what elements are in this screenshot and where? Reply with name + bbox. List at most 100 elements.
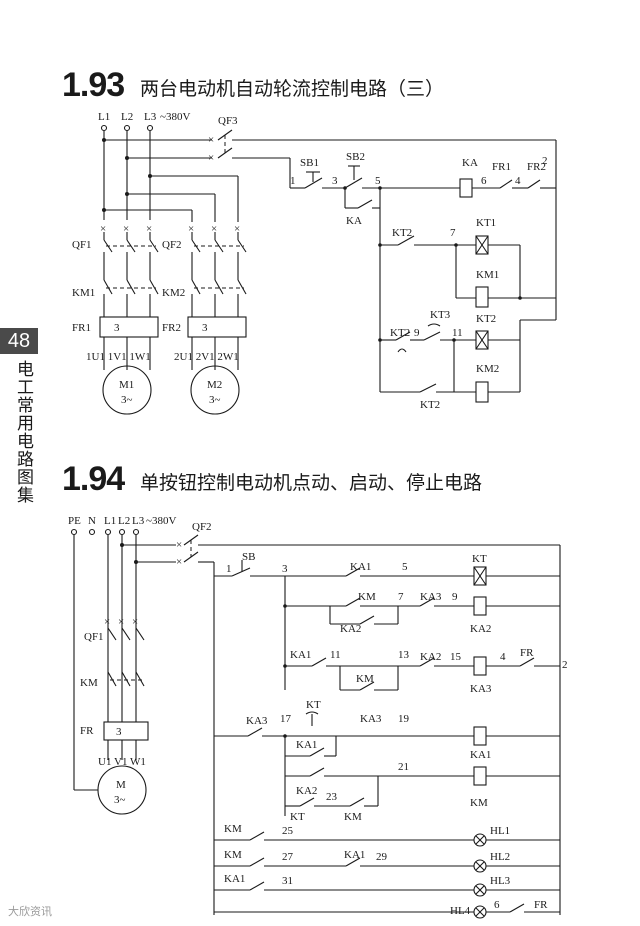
fr2-box-label: 3 [202, 322, 208, 334]
label-m2-phase: 3~ [209, 394, 221, 406]
fr-box-label-b: 3 [116, 726, 122, 738]
label-M: M [116, 779, 126, 791]
node-17-b: 17 [280, 713, 292, 725]
label-KT-r5: KT [290, 811, 305, 823]
label-KA1-r4: KA1 [296, 739, 317, 751]
label-FR2-contact: FR2 [527, 161, 546, 173]
label-m-phase: 3~ [114, 794, 126, 806]
label-M2: M2 [207, 379, 222, 391]
label-HL2: HL2 [490, 851, 510, 863]
watermark-text: 大欣资讯 [8, 905, 52, 918]
motor2-terminals: 2U1 2V1 2W1 [174, 351, 239, 363]
label-QF2: QF2 [162, 239, 182, 251]
label-KM2: KM2 [162, 287, 185, 299]
label-L3-b: L3 [132, 515, 145, 527]
label-KA3-r4b: KA3 [360, 713, 382, 725]
label-m1-phase: 3~ [121, 394, 133, 406]
label-KA1-r3: KA1 [290, 649, 311, 661]
ka1-coil [473, 726, 487, 746]
label-QF1: QF1 [72, 239, 92, 251]
label-KM1-coil: KM1 [476, 269, 499, 281]
node-13-b: 13 [398, 649, 410, 661]
node-21-b: 21 [398, 761, 409, 773]
label-QF1-b: QF1 [84, 631, 104, 643]
km-coil [473, 766, 487, 786]
label-KT2-contact-c: KT2 [420, 399, 440, 411]
motor-m1-icon [102, 365, 152, 415]
node-29-b: 29 [376, 851, 388, 863]
svg-text:×: × [132, 616, 138, 628]
node-7: 7 [450, 227, 456, 239]
label-HL1: HL1 [490, 825, 510, 837]
label-KM-main: KM [80, 677, 98, 689]
label-KA1-coil: KA1 [470, 749, 491, 761]
svg-text:×: × [104, 616, 110, 628]
label-KA2-hold: KA2 [340, 623, 361, 635]
label-FR-contact: FR [520, 647, 534, 659]
ka3-coil [473, 656, 487, 676]
ka2-coil [473, 596, 487, 616]
motor-terminals-b: U1 V1 W1 [98, 756, 146, 768]
label-KM-r5: KM [344, 811, 362, 823]
node-3-b: 3 [282, 563, 288, 575]
label-FR1-contact: FR1 [492, 161, 511, 173]
label-KA1-hl3: KA1 [224, 873, 245, 885]
svg-text:×: × [146, 223, 152, 235]
label-FR2: FR2 [162, 322, 181, 334]
node-1: 1 [290, 175, 296, 187]
node-4-b: 4 [500, 651, 506, 663]
label-KM-coil: KM [470, 797, 488, 809]
label-KA2-r5: KA2 [296, 785, 317, 797]
label-KA3-r2: KA3 [420, 591, 442, 603]
node-19-b: 19 [398, 713, 410, 725]
node-9-b: 9 [452, 591, 458, 603]
label-HL3: HL3 [490, 875, 511, 887]
label-KM2-coil: KM2 [476, 363, 499, 375]
label-KA2-r3: KA2 [420, 651, 441, 663]
node-7-b: 7 [398, 591, 404, 603]
label-KM-hl2: KM [224, 849, 242, 861]
label-SB1: SB1 [300, 157, 319, 169]
label-KM-hl1: KM [224, 823, 242, 835]
node-4: 4 [515, 175, 521, 187]
label-KT3: KT3 [430, 309, 451, 321]
label-QF2-b: QF2 [192, 521, 212, 533]
book-title-vertical: 电工常用电路图集 [13, 360, 33, 504]
motor1-terminals: 1U1 1V1 1W1 [86, 351, 151, 363]
node-15-b: 15 [450, 651, 462, 663]
motor-m2-icon [190, 365, 240, 415]
node-23-b: 23 [326, 791, 338, 803]
label-KA1-hl2: KA1 [344, 849, 365, 861]
node-5: 5 [375, 175, 381, 187]
svg-text:×: × [208, 134, 214, 146]
node-6: 6 [481, 175, 487, 187]
svg-text:×: × [123, 223, 129, 235]
label-KT-contact: KT [306, 699, 321, 711]
svg-text:×: × [211, 223, 217, 235]
section-number-1-94: 1.94 [62, 460, 125, 498]
node-5-b: 5 [402, 561, 408, 573]
svg-text:×: × [100, 223, 106, 235]
km-main-contacts [103, 279, 247, 295]
page-number-tab: 48 [0, 328, 38, 354]
node-31-b: 31 [282, 875, 293, 887]
label-M1: M1 [119, 379, 134, 391]
label-voltage-b: ~380V [146, 515, 176, 527]
label-SB2: SB2 [346, 151, 365, 163]
label-HL4: HL4 [450, 905, 471, 917]
node-1-b: 1 [226, 563, 232, 575]
label-KA3-coil: KA3 [470, 683, 492, 695]
node-11-b: 11 [330, 649, 341, 661]
km1-coil [475, 286, 489, 308]
label-KA: KA [462, 157, 478, 169]
label-L2-b: L2 [118, 515, 130, 527]
node-3: 3 [332, 175, 338, 187]
label-KM1: KM1 [72, 287, 95, 299]
node-6-b: 6 [494, 899, 500, 911]
label-N: N [88, 515, 96, 527]
label-voltage: ~380V [160, 111, 190, 123]
section-title-1-94: 单按钮控制电动机点动、启动、停止电路 [140, 472, 483, 494]
label-L1: L1 [98, 111, 110, 123]
label-PE: PE [68, 515, 81, 527]
